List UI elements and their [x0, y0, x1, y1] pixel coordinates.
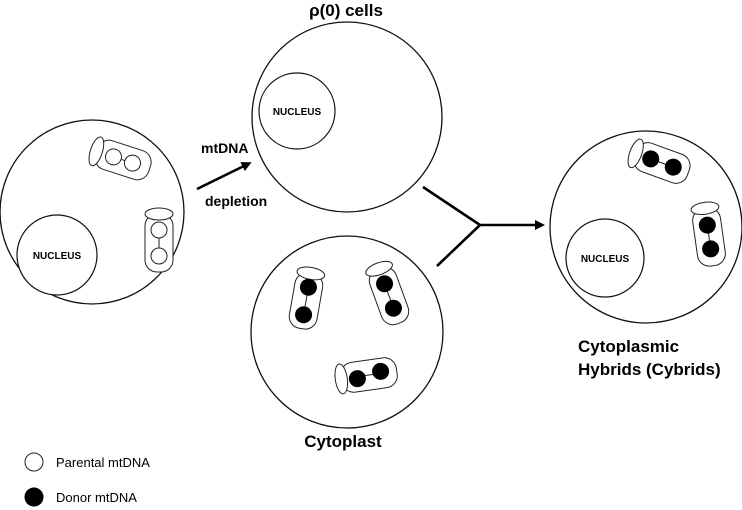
donor-mtdna-icon — [664, 158, 682, 176]
parental-mtdna-icon — [124, 154, 142, 172]
rho0-nucleus — [258, 72, 336, 150]
rho0-nucleus-label: NUCLEUS — [273, 107, 322, 118]
parental-nucleus — [16, 214, 98, 296]
cytoplast-label: Cytoplast — [304, 432, 382, 451]
donor-mtdna-icon — [698, 216, 716, 234]
open-circle-icon — [24, 452, 44, 472]
parental-mitochondrion-2 — [144, 207, 174, 273]
filled-circle-icon — [24, 487, 44, 507]
legend-label-donor: Donor mtDNA — [56, 490, 137, 505]
rho0-title: ρ(0) cells — [309, 1, 383, 20]
legend-item-parental: Parental mtDNA — [24, 452, 150, 472]
cytoplast-mitochondrion-3 — [334, 357, 398, 395]
parental-cell: NUCLEUS — [0, 119, 185, 305]
legend: Parental mtDNA Donor mtDNA — [24, 452, 150, 507]
donor-mtdna-icon — [376, 275, 394, 293]
donor-mtdna-icon — [384, 299, 402, 317]
donor-mtdna-icon — [299, 278, 317, 296]
cybrids-label-line1: Cytoplasmic — [578, 337, 679, 356]
parental-mtdna-icon — [150, 221, 168, 239]
donor-mtdna-icon — [372, 362, 390, 380]
depletion-label: depletion — [205, 193, 267, 209]
parental-mitochondrion-1 — [88, 136, 152, 181]
cytoplast-mitochondrion-1 — [288, 266, 326, 330]
cybrid-mitochondrion-2 — [690, 201, 726, 267]
rho0-cell: NUCLEUS — [251, 21, 443, 213]
donor-mtdna-icon — [348, 370, 366, 388]
donor-mtdna-icon — [295, 306, 313, 324]
parental-nucleus-label: NUCLEUS — [33, 251, 82, 262]
depletion-arrow — [196, 162, 252, 191]
cybrid-cell: NUCLEUS — [549, 130, 742, 324]
parental-mtdna-icon — [104, 148, 122, 166]
legend-item-donor: Donor mtDNA — [24, 487, 137, 507]
fusion-arrow — [422, 185, 545, 267]
cytoplast-mitochondrion-2 — [365, 260, 410, 326]
donor-mtdna-icon — [642, 150, 660, 168]
cybrids-label-line2: Hybrids (Cybrids) — [578, 360, 721, 379]
mtdna-label: mtDNA — [201, 140, 248, 156]
cybrid-nucleus — [565, 218, 645, 298]
cytoplast-cell — [250, 235, 444, 429]
legend-label-parental: Parental mtDNA — [56, 455, 150, 470]
donor-mtdna-icon — [702, 240, 720, 258]
parental-mtdna-icon — [150, 247, 168, 265]
cybrid-nucleus-label: NUCLEUS — [581, 254, 630, 265]
cybrid-mitochondrion-1 — [627, 138, 691, 184]
